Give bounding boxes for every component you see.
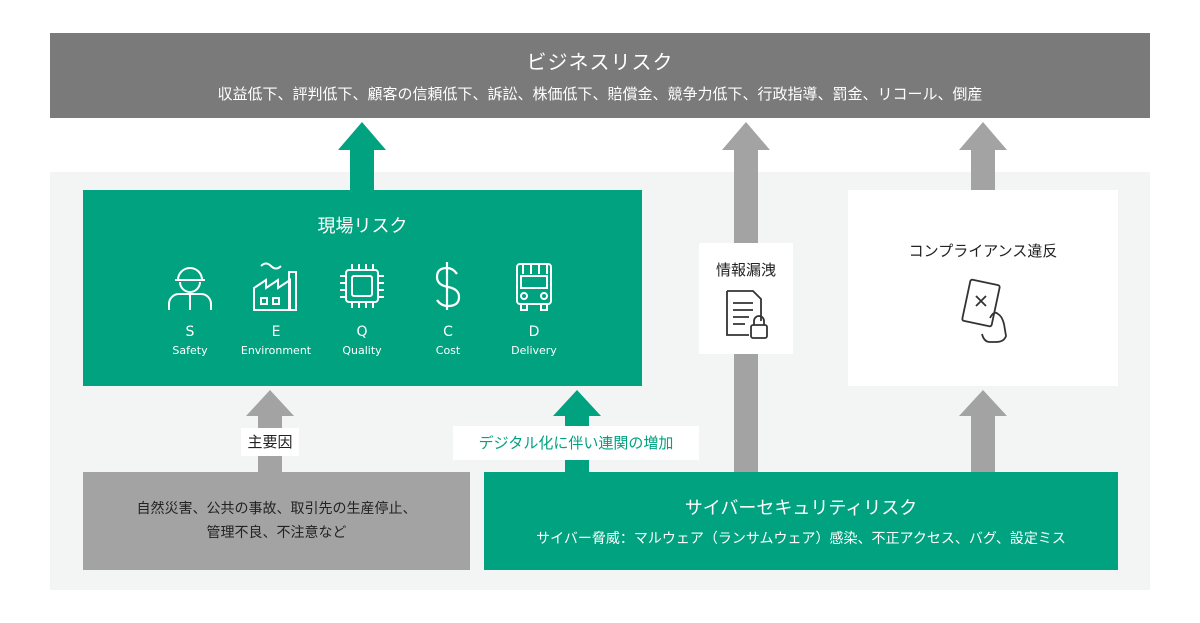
factory-icon <box>253 262 297 311</box>
business-risk-banner: ビジネスリスク 収益低下、評判低下、顧客の信頼低下、訴訟、株価低下、賠償金、競争… <box>50 33 1150 118</box>
digital-tag: デジタル化に伴い連関の増加 <box>453 426 699 460</box>
main-factors-box: 自然災害、公共の事故、取引先の生産停止、 管理不良、不注意など <box>83 472 470 570</box>
business-risk-items: 収益低下、評判低下、顧客の信頼低下、訴訟、株価低下、賠償金、競争力低下、行政指導… <box>217 85 983 103</box>
info-leak-box: 情報漏洩 <box>699 243 793 354</box>
compliance-to-business-arrow <box>959 122 1007 190</box>
compliance-box: コンプライアンス違反 <box>848 190 1118 386</box>
cyber-risk-sub: サイバー脅威：マルウェア（ランサムウェア）感染、不正アクセス、バグ、設定ミス <box>536 531 1066 547</box>
factor-cost: C Cost <box>408 260 488 357</box>
factor-word: Safety <box>172 344 208 357</box>
red-card-icon <box>961 278 1007 343</box>
factor-delivery: D Delivery <box>494 260 574 357</box>
main-factors-tag: 主要因 <box>241 428 299 456</box>
worker-helmet-icon <box>168 267 212 310</box>
dollar-icon <box>435 262 461 310</box>
factor-quality: Q Quality <box>322 260 402 357</box>
factor-safety: S Safety <box>150 260 230 357</box>
factor-letter: D <box>528 324 540 340</box>
factor-environment: E Environment <box>236 260 316 357</box>
truck-icon <box>516 263 552 311</box>
cyber-risk-box: サイバーセキュリティリスク サイバー脅威：マルウェア（ランサムウェア）感染、不正… <box>484 472 1118 570</box>
info-leak-label: 情報漏洩 <box>715 261 776 279</box>
site-risk-title: 現場リスク <box>317 216 408 237</box>
main-factors-line: 管理不良、不注意など <box>206 525 347 541</box>
chip-icon <box>340 264 384 308</box>
cyber-risk-title: サイバーセキュリティリスク <box>684 498 918 519</box>
factor-word: Delivery <box>511 344 557 357</box>
factor-letter: S <box>185 324 195 340</box>
compliance-label: コンプライアンス違反 <box>908 242 1058 260</box>
main-factors-line: 自然災害、公共の事故、取引先の生産停止、 <box>136 501 417 517</box>
factor-letter: C <box>443 324 453 340</box>
factor-letter: Q <box>356 324 368 340</box>
cyber-to-compliance-arrow <box>959 390 1007 472</box>
factor-letter: E <box>271 324 281 340</box>
site-to-business-arrow <box>338 122 386 190</box>
locked-document-icon <box>726 290 768 339</box>
business-risk-title: ビジネスリスク <box>526 50 674 74</box>
factor-word: Quality <box>342 344 382 357</box>
factor-word: Environment <box>240 344 312 357</box>
factor-word: Cost <box>435 344 461 357</box>
site-risk-box: 現場リスク S Safety E Environment Q Quality C <box>83 190 642 386</box>
